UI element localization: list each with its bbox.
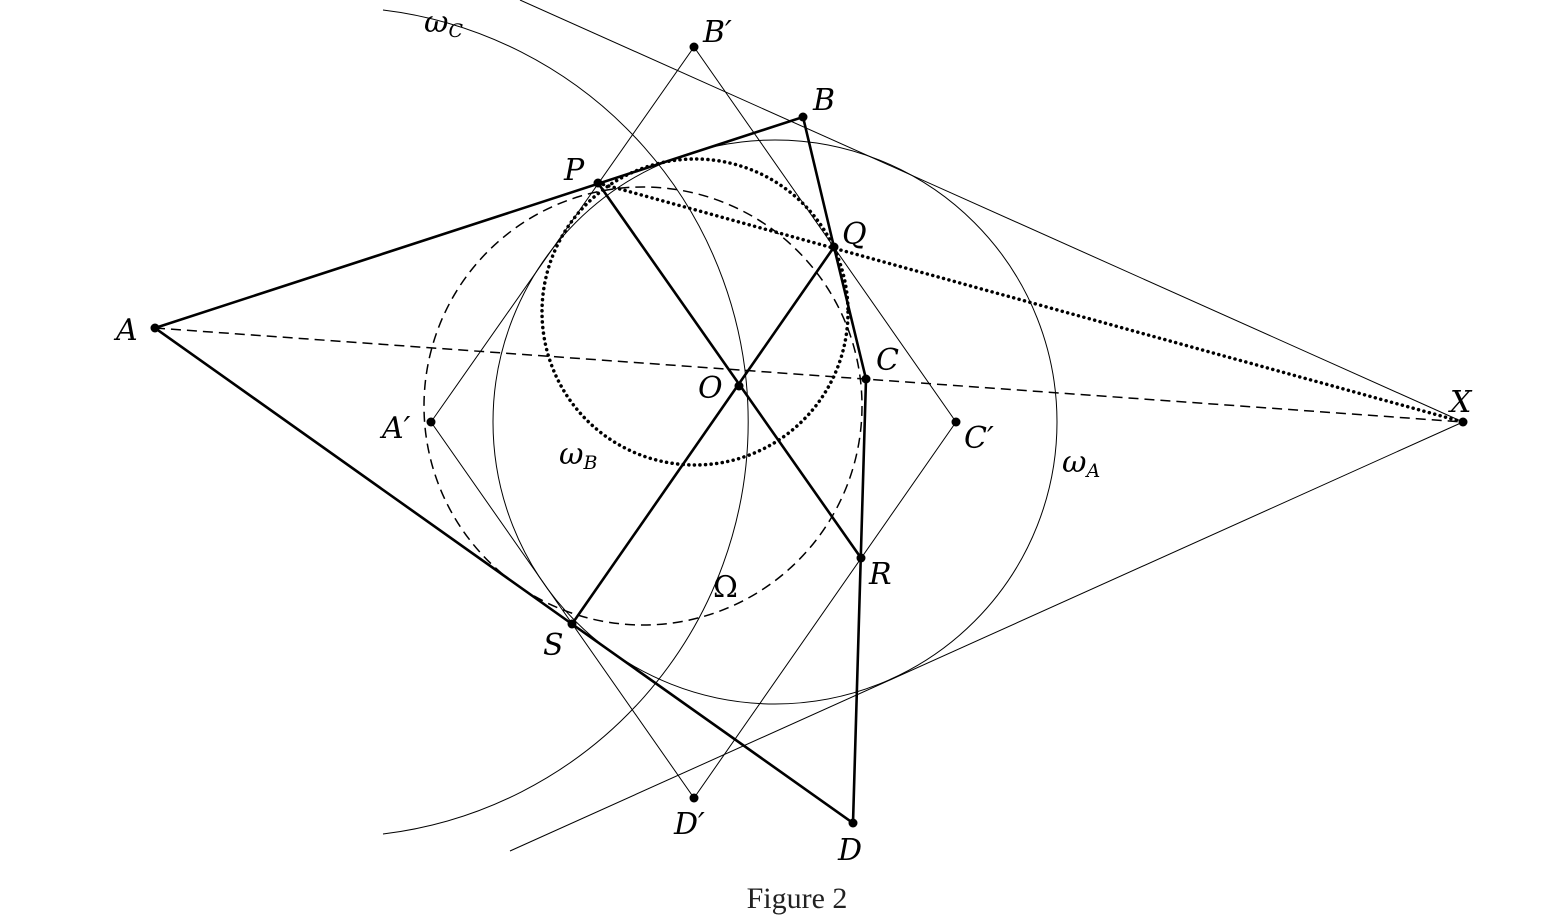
label-omega-b: ωB [559, 437, 597, 474]
label-Q: Q [842, 217, 867, 252]
label-R: R [868, 557, 892, 592]
label-A: A [113, 313, 138, 348]
point-C [861, 374, 871, 384]
line-AX [154, 327, 1464, 423]
label-A-prime: A′ [379, 411, 411, 446]
point-R [856, 553, 866, 563]
label-D: D [837, 833, 862, 868]
segment-QS [570, 246, 836, 625]
circle-omega-a [492, 139, 1058, 705]
line-PX [596, 181, 1465, 424]
label-X: X [1448, 385, 1473, 420]
point-B-prime [689, 42, 699, 52]
label-C-prime: C′ [964, 421, 994, 456]
circle-omega-big [423, 186, 863, 626]
label-B: B [812, 83, 835, 118]
point-O [734, 381, 744, 391]
segment-PR [596, 182, 863, 559]
figure-caption: Figure 2 [747, 882, 848, 915]
point-B [798, 112, 808, 122]
quadrilateral-ABCD [152, 115, 868, 826]
label-D-prime: D′ [673, 807, 705, 842]
circle-omega-b [540, 157, 850, 467]
point-P [593, 178, 603, 188]
label-P: P [563, 153, 585, 188]
label-B-prime: B′ [702, 15, 732, 50]
point-markers [150, 42, 1468, 828]
point-C-prime [951, 417, 961, 427]
label-omega-a: ωA [1062, 445, 1100, 482]
circle-omega-c [382, 9, 749, 835]
tangent-line-top [519, 0, 1464, 423]
label-S: S [543, 628, 564, 663]
tangent-line-bottom [509, 421, 1464, 852]
point-X [1458, 417, 1468, 427]
label-C: C [876, 343, 899, 378]
label-omega-c: ωC [424, 5, 463, 42]
point-Q [829, 242, 839, 252]
label-O: O [698, 371, 723, 406]
point-A [150, 323, 160, 333]
point-A-prime [426, 417, 436, 427]
label-omega-big: Ω [713, 570, 738, 605]
point-D-prime [689, 793, 699, 803]
point-D [848, 818, 858, 828]
point-S [567, 619, 577, 629]
